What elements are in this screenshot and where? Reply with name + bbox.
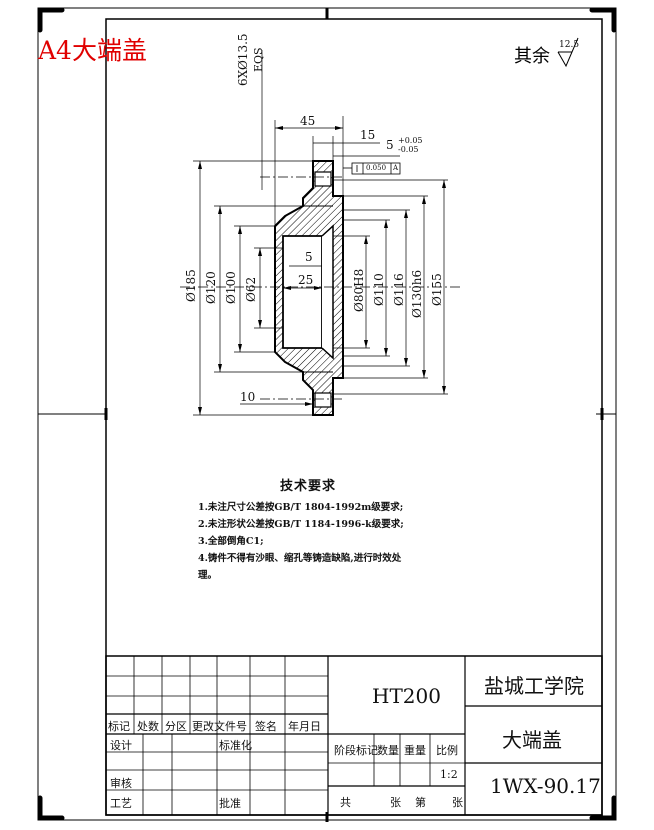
corner-title: A4大端盖 bbox=[38, 36, 147, 65]
tb-sign: 签名 bbox=[255, 720, 277, 733]
dim-15: 15 bbox=[360, 128, 376, 142]
dim-5-tol: 5 bbox=[386, 138, 394, 152]
tb-approve: 批准 bbox=[219, 797, 241, 810]
roughness-symbol bbox=[557, 37, 579, 68]
tb-drawing-no: 1WX-90.17 bbox=[490, 774, 601, 798]
tb-process: 工艺 bbox=[110, 797, 132, 810]
notes-title: 技术要求 bbox=[279, 479, 336, 494]
note-item: 3.全部倒角C1; bbox=[198, 536, 264, 547]
note-item: 理。 bbox=[198, 570, 218, 581]
centering-marks bbox=[38, 8, 616, 822]
tb-sheets: 张 bbox=[390, 796, 401, 809]
tb-doc: 更改文件号 bbox=[192, 720, 247, 733]
tb-review: 审核 bbox=[110, 777, 132, 790]
tb-stage-label: 阶段标记 bbox=[334, 744, 378, 757]
technical-requirements: 技术要求 1.未注尺寸公差按GB/T 1804-1992m级要求; 2.未注形状… bbox=[198, 478, 438, 584]
tb-part-name: 大端盖 bbox=[502, 728, 562, 752]
tb-std: 标准化 bbox=[219, 739, 252, 752]
tb-total: 共 bbox=[340, 796, 351, 809]
note-item: 1.未注尺寸公差按GB/T 1804-1992m级要求; bbox=[198, 502, 404, 513]
geom-tol-datum: A bbox=[393, 164, 399, 172]
geom-tol-value: 0.050 bbox=[366, 164, 387, 172]
tb-zone: 分区 bbox=[165, 720, 187, 733]
tb-sheets2: 张 bbox=[452, 796, 463, 809]
tb-date: 年月日 bbox=[288, 720, 321, 733]
note-item: 4.铸件不得有沙眼、缩孔等铸造缺陷,进行时效处 bbox=[198, 553, 402, 564]
dim-5-inner: 5 bbox=[305, 250, 313, 264]
tb-scale-label: 比例 bbox=[436, 744, 458, 757]
note-item: 2.未注形状公差按GB/T 1184-1996-k级要求; bbox=[198, 519, 404, 530]
tb-design: 设计 bbox=[110, 739, 132, 752]
tb-mark: 标记 bbox=[108, 720, 130, 733]
center-lines bbox=[180, 176, 460, 400]
dimension-lines bbox=[193, 50, 448, 416]
tb-sheet-no: 第 bbox=[415, 796, 426, 809]
tb-count: 处数 bbox=[137, 720, 159, 733]
dim-10: 10 bbox=[240, 390, 256, 404]
dim-5-tol-minus: -0.05 bbox=[398, 145, 419, 154]
tb-school: 盐城工学院 bbox=[484, 674, 584, 698]
dim-45: 45 bbox=[300, 114, 316, 128]
tb-material: HT200 bbox=[372, 684, 441, 708]
geometric-tolerance-frame bbox=[343, 162, 401, 175]
tb-weight-label: 重量 bbox=[404, 744, 426, 757]
corner-marks bbox=[37, 7, 617, 821]
tb-scale: 1:2 bbox=[440, 768, 458, 781]
surface-rest-value: 12.5 bbox=[559, 40, 580, 50]
surface-rest-label: 其余 bbox=[514, 46, 550, 67]
dim-25: 25 bbox=[298, 273, 314, 287]
arrowheads bbox=[198, 126, 446, 415]
dim-5-tol-plus: +0.05 bbox=[398, 136, 423, 145]
tb-qty-label: 数量 bbox=[377, 744, 399, 757]
